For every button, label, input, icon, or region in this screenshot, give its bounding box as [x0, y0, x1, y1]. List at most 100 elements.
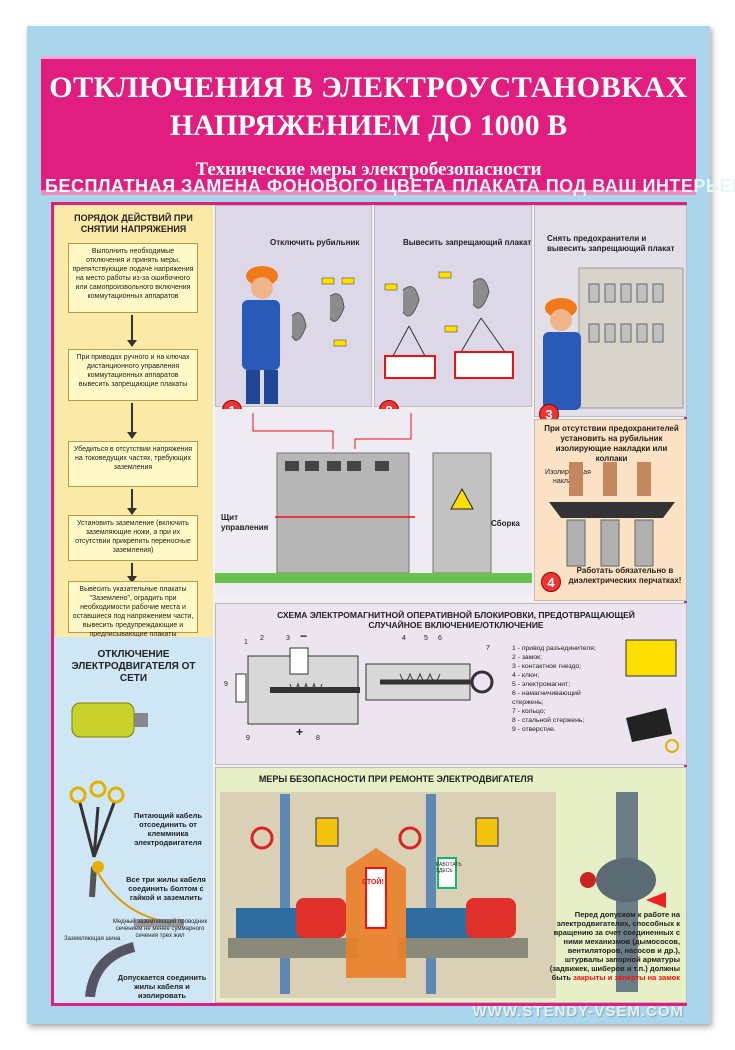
- order-step-5: Вывесить указательные плакаты "Заземлено…: [68, 581, 198, 638]
- legend-item: 2 - замок;: [512, 654, 543, 661]
- valve-wheel-icon: [580, 872, 596, 888]
- order-column: ПОРЯДОК ДЕЙСТВИЙ ПРИ СНЯТИИ НАПРЯЖЕНИЯ В…: [54, 205, 213, 638]
- scheme-mark: 2: [260, 635, 264, 642]
- cable-lug-icon: [107, 786, 125, 804]
- legend-item: 1 - привод разъединителя;: [512, 645, 596, 652]
- stop-text: СТОЙ!: [362, 879, 384, 886]
- ring-icon: [470, 670, 494, 694]
- scheme-legend: 1 - привод разъединителя; 2 - замок; 3 -…: [512, 644, 612, 734]
- order-arrow: [127, 315, 137, 347]
- worker-head-icon: [251, 277, 273, 299]
- motor-icon: [466, 898, 516, 938]
- floor: [215, 573, 532, 583]
- pipe-icon: [280, 794, 290, 994]
- pump-room-illustration: [220, 792, 666, 998]
- order-title: ПОРЯДОК ДЕЙСТВИЙ ПРИ СНЯТИИ НАПРЯЖЕНИЯ: [74, 213, 193, 234]
- switch-icon: [472, 278, 490, 309]
- ground-bus-icon: [134, 919, 184, 927]
- motor-icon: [71, 702, 135, 738]
- panel-3-caption: Снять предохранители и вывесить запрещаю…: [547, 234, 675, 253]
- scheme-mark: 5: [424, 635, 428, 642]
- work-here-sign: [437, 857, 457, 889]
- pads-text: При отсутствии предохранителей установит…: [544, 424, 679, 463]
- scheme-mark: 9: [246, 735, 250, 742]
- motor-illustrations: [69, 702, 184, 997]
- order-step-3: Убедиться в отсутствии напряжения на ток…: [68, 441, 198, 487]
- free-banner-rest: ЗАМЕНА ФОНОВОГО ЦВЕТА ПЛАКАТА ПОД ВАШ ИН…: [175, 176, 735, 196]
- scheme-mark: 6: [438, 635, 442, 642]
- motor-caption-4: Заземляющая шина: [64, 936, 121, 942]
- high-voltage-icon: [450, 487, 474, 510]
- motor-icon: [296, 898, 346, 938]
- lock-cylinder-icon: [626, 708, 672, 742]
- order-arrow: [127, 489, 137, 515]
- foundation: [398, 938, 528, 958]
- scheme-mark: 9: [224, 681, 228, 688]
- assembly-cabinet-icon: [432, 452, 492, 574]
- worker-switch-illustration: [242, 266, 355, 404]
- free-banner: БЕСПЛАТНАЯ ЗАМЕНА ФОНОВОГО ЦВЕТА ПЛАКАТА…: [45, 176, 735, 197]
- scheme-title: СХЕМА ЭЛЕКТРОМАГНИТНОЙ ОПЕРАТИВНОЙ БЛОКИ…: [277, 610, 635, 630]
- title-line-1: ОТКЛЮЧЕНИЯ В ЭЛЕКТРОУСТАНОВКАХ: [49, 71, 688, 104]
- shield-label: Щит управления: [221, 513, 269, 532]
- content-frame: ПОРЯДОК ДЕЙСТВИЙ ПРИ СНЯТИИ НАПРЯЖЕНИЯ В…: [51, 202, 687, 1006]
- insulating-pad-icon: [549, 502, 675, 518]
- free-banner-bold: БЕСПЛАТНАЯ: [45, 176, 176, 196]
- cable-lug-icon: [89, 780, 107, 798]
- worker-head-icon: [550, 309, 572, 331]
- panel-2: Вывесить запрещающий плакат 2: [374, 205, 532, 420]
- warning-sign-icon: [384, 355, 436, 379]
- watermark: WWW.STENDY-VSEM.COM: [472, 1003, 684, 1020]
- motor-column: ОТКЛЮЧЕНИЕ ЭЛЕКТРОДВИГАТЕЛЯ ОТ СЕТИ Пита…: [54, 637, 213, 1003]
- order-arrow: [127, 403, 137, 439]
- step-number-4: 4: [541, 572, 561, 592]
- order-arrow: [127, 563, 137, 583]
- valve-wheel-icon: [250, 826, 274, 850]
- cable-icon: [89, 866, 97, 898]
- subtitle: Технические меры электробезопасности: [195, 159, 542, 180]
- repair-text: Перед допуском к работе на электродвигат…: [536, 910, 680, 982]
- arrow-icon: [646, 892, 666, 908]
- scheme-mark: 8: [316, 735, 320, 742]
- pads-label: Изолирующая накладка: [545, 469, 591, 485]
- pads-panel: При отсутствии предохранителей установит…: [534, 419, 687, 601]
- scheme-mark: 4: [402, 635, 406, 642]
- switch-icon: [402, 286, 420, 317]
- worker-body-icon: [242, 300, 280, 370]
- scheme-mark: 7: [486, 645, 490, 652]
- order-step-2: При приводах ручного и на ключах дистанц…: [68, 349, 198, 401]
- insulated-cable-icon: [85, 942, 136, 997]
- sign-hanging-illustration: [384, 271, 514, 379]
- foundation: [228, 938, 358, 958]
- motor-caption-5: Допускается соединить жилы кабеля и изол…: [117, 973, 207, 1000]
- switch-icon: [329, 293, 345, 322]
- cable-wires-icon: [78, 802, 116, 858]
- order-step-1: Выполнить необходимые отключения и приня…: [68, 243, 198, 313]
- gloves-text: Работать обязательно в диэлектрических п…: [568, 566, 682, 585]
- fuse-cabinet-illustration: [543, 267, 684, 410]
- motor-shaft-icon: [134, 713, 148, 727]
- scheme-minus: −: [300, 629, 308, 643]
- insulating-pad-illustration: [549, 462, 675, 567]
- motor-caption-3: Медный заземляющий проводник сечением не…: [112, 919, 208, 939]
- key-icon: [665, 739, 679, 753]
- legend-item: 4 - ключ;: [512, 672, 540, 679]
- valve-wheel-icon: [398, 826, 422, 850]
- legend-item: 9 - отверстие.: [512, 726, 556, 733]
- poster: ОТКЛЮЧЕНИЯ В ЭЛЕКТРОУСТАНОВКАХ НАПРЯЖЕНИ…: [27, 26, 735, 1024]
- motor-caption-2: Все три жилы кабеля соединить болтом с г…: [126, 875, 206, 902]
- link-line: [252, 413, 334, 449]
- control-panel-icon: [276, 452, 410, 574]
- panel-1-caption: Отключить рубильник: [270, 238, 360, 247]
- scheme-mark: 1: [244, 639, 248, 646]
- warning-panel-icon: [315, 817, 339, 847]
- link-line: [354, 413, 412, 449]
- warning-label-icon: [625, 639, 677, 677]
- scheme-panel: СХЕМА ЭЛЕКТРОМАГНИТНОЙ ОПЕРАТИВНОЙ БЛОКИ…: [215, 603, 687, 765]
- legend-item: 8 - стальной стержень;: [512, 717, 585, 724]
- panel-3: Снять предохранители и вывесить запрещаю…: [534, 205, 687, 424]
- pipe-icon: [426, 794, 436, 994]
- switchboard-illustration: [215, 413, 532, 583]
- work-here-text: РАБОТАТЬ ЗДЕСЬ: [436, 862, 462, 874]
- bolt-icon: [92, 861, 104, 873]
